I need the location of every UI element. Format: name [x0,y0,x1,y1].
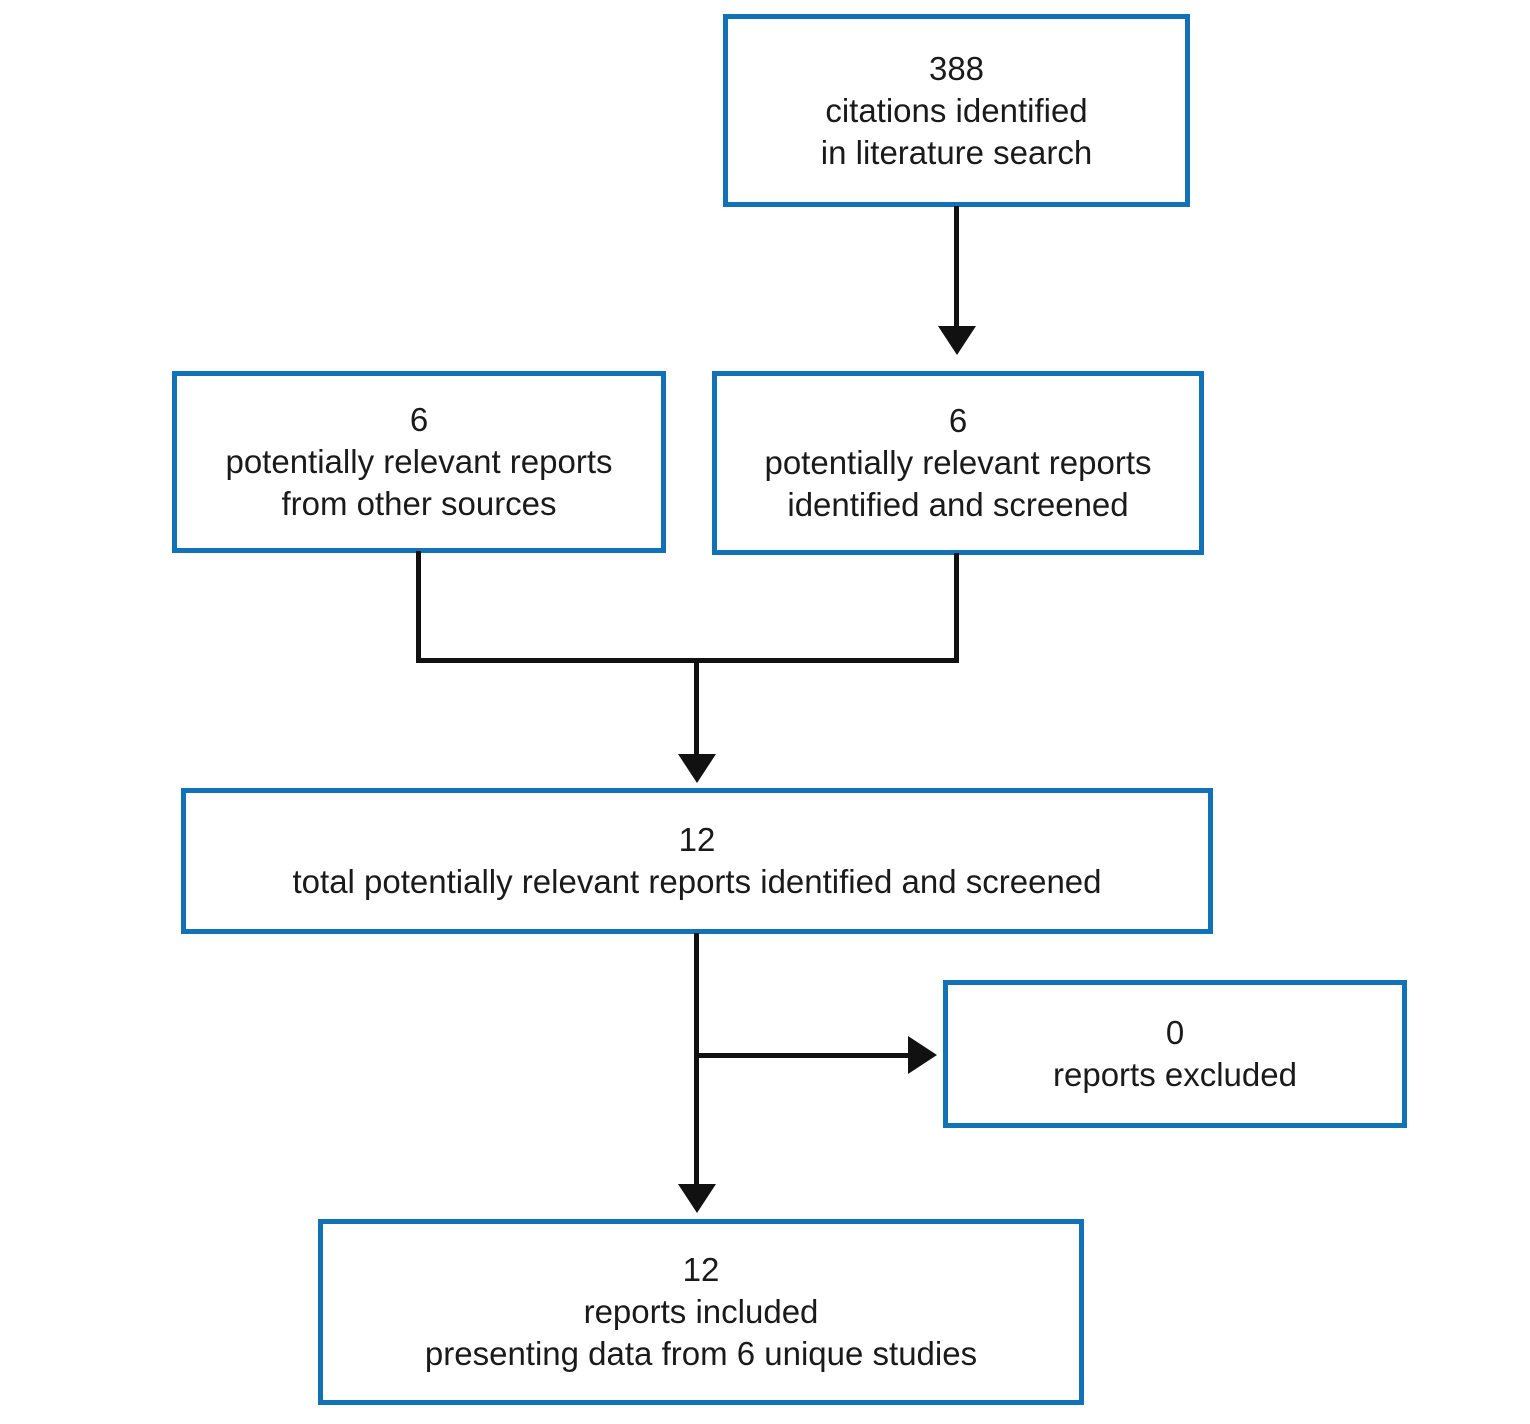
connector-merge-horizontal [416,658,959,663]
node-label-line: reports excluded [1053,1056,1297,1093]
node-label-line: potentially relevant reports [764,444,1152,481]
node-count: 6 [948,402,968,439]
arrow-total-to-excluded-head [908,1036,937,1074]
node-label-line: citations identified [825,91,1088,129]
node-count: 388 [928,49,985,87]
node-identified-screened: 6 potentially relevant reports identifie… [712,371,1204,555]
arrow-citations-to-screened-line [954,206,959,328]
node-label-line: identified and screened [787,486,1129,523]
node-label-line: presenting data from 6 unique studies [424,1335,978,1372]
node-count: 12 [678,821,716,858]
connector-other-sources-stub [416,551,421,663]
arrow-citations-to-screened-head [938,326,976,355]
node-reports-excluded: 0 reports excluded [943,980,1407,1128]
node-label-line: in literature search [820,133,1093,171]
node-label-line: total potentially relevant reports ident… [292,863,1102,900]
arrow-total-to-excluded-line [694,1053,910,1058]
node-other-sources: 6 potentially relevant reports from othe… [172,371,666,553]
arrow-total-to-included-line [694,933,699,1186]
node-count: 12 [682,1251,720,1288]
node-total-reports: 12 total potentially relevant reports id… [181,788,1213,934]
node-count: 6 [409,401,429,438]
node-label-line: reports included [583,1293,819,1330]
arrow-merge-to-total-head [678,754,716,783]
node-label-line: potentially relevant reports [225,443,613,480]
node-reports-included: 12 reports included presenting data from… [318,1219,1084,1405]
node-citations-identified: 388 citations identified in literature s… [723,14,1190,207]
arrow-total-to-included-head [678,1184,716,1213]
node-count: 0 [1165,1014,1185,1051]
arrow-merge-to-total-line [694,658,699,756]
connector-screened-stub [954,553,959,663]
node-label-line: from other sources [281,485,557,522]
